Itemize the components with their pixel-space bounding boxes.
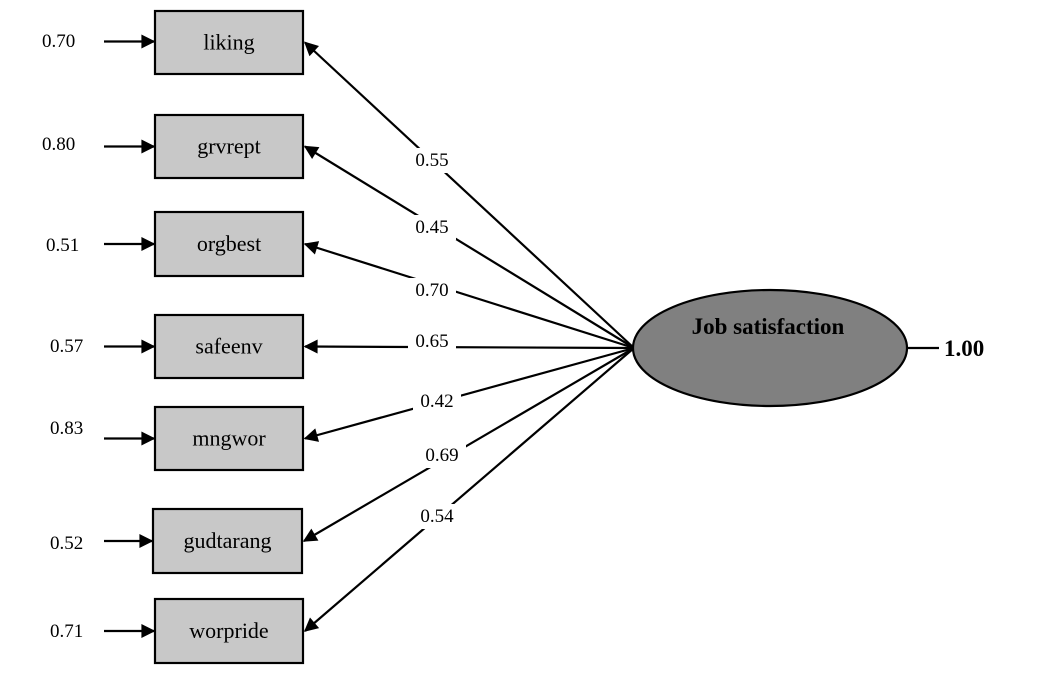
loading-arrows [302, 41, 635, 632]
indicator-box-worpride [153, 597, 305, 665]
loading-arrow-liking [303, 41, 635, 349]
loading-value-worpride: 0.54 [420, 506, 454, 527]
loading-arrow-grvrept [303, 145, 635, 349]
loading-arrow-orgbest [303, 241, 635, 350]
indicator-label-mngwor: mngwor [192, 426, 266, 451]
loading-value-liking: 0.55 [415, 150, 448, 171]
loading-label-bg [408, 148, 456, 173]
variance-label: 1.00 [944, 336, 984, 361]
loading-value-mngwor: 0.42 [420, 391, 453, 412]
indicator-box-gudtarang [151, 507, 304, 575]
error-value-safeenv: 0.57 [50, 336, 83, 357]
indicator-label-orgbest: orgbest [197, 231, 261, 256]
error-value-grvrept: 0.80 [42, 134, 75, 155]
loading-labels: 0.55 0.45 0.70 0.65 0.42 0.69 0.54 [408, 148, 466, 529]
indicator-label-gudtarang: gudtarang [184, 528, 272, 553]
loading-arrow-safeenv [303, 339, 635, 354]
factor-ellipse [631, 288, 909, 408]
loading-value-gudtarang: 0.69 [425, 445, 458, 466]
loading-value-grvrept: 0.45 [415, 217, 448, 238]
error-value-worpride: 0.71 [50, 621, 83, 642]
factor-label: Job satisfaction [692, 314, 845, 339]
factor-variance: 1.00 [908, 336, 984, 361]
indicator-label-worpride: worpride [189, 618, 268, 643]
indicator-box-orgbest [153, 210, 305, 278]
indicator-boxes: liking grvrept orgbest safeenv mngwor gudtara… [151, 9, 305, 665]
indicator-box-liking [153, 9, 305, 76]
loading-arrow-worpride [303, 347, 635, 632]
indicator-box-grvrept [153, 113, 305, 180]
loading-label-bg [413, 389, 461, 414]
error-value-gudtarang: 0.52 [50, 533, 83, 554]
loading-label-bg [418, 443, 466, 468]
loading-arrow-mngwor [303, 346, 635, 442]
indicator-label-liking: liking [203, 30, 254, 55]
error-value-orgbest: 0.51 [46, 235, 79, 256]
indicator-label-grvrept: grvrept [197, 134, 261, 159]
loading-value-orgbest: 0.70 [415, 280, 448, 301]
error-value-liking: 0.70 [42, 31, 75, 52]
indicator-box-safeenv [153, 313, 305, 380]
loading-label-bg [408, 278, 456, 303]
error-value-mngwor: 0.83 [50, 418, 83, 439]
loading-arrow-gudtarang [302, 347, 635, 542]
loading-label-bg [408, 329, 456, 354]
indicator-label-safeenv: safeenv [195, 334, 262, 359]
loading-label-bg [408, 215, 456, 240]
error-arrows: 0.70 0.80 0.51 0.57 0.83 0.52 0.71 [42, 31, 156, 642]
latent-factor: Job satisfaction [631, 288, 909, 408]
indicator-box-mngwor [153, 405, 305, 472]
loading-value-safeenv: 0.65 [415, 331, 448, 352]
loading-label-bg [413, 504, 461, 529]
